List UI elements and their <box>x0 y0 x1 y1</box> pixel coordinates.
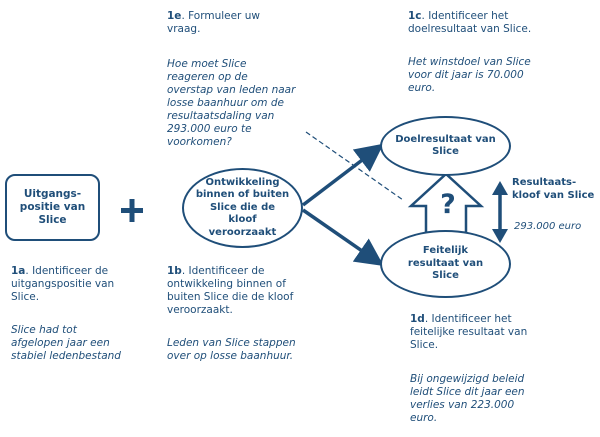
step-1b-instruction: 1b. Identificeer de ontwikkeling binnen … <box>167 265 317 317</box>
plus-icon <box>121 199 143 222</box>
step-1d-text: . Identificeer het feitelijke resultaat … <box>410 313 528 351</box>
step-1c-instruction: 1c. Identificeer het doelresultaat van S… <box>408 10 558 36</box>
step-1c-code: 1c <box>408 10 422 22</box>
step-1e-instruction: 1e. Formuleer uw vraag. <box>167 10 297 36</box>
question-mark-icon: ? <box>440 189 456 220</box>
gap-label: Resultaats- kloof van Slice <box>512 177 595 201</box>
step-1e-code: 1e <box>167 10 182 22</box>
step-1b-code: 1b <box>167 265 182 277</box>
step-1b-text: . Identificeer de ontwikkeling binnen of… <box>167 265 294 316</box>
step-1c-text: . Identificeer het doelresultaat van Sli… <box>408 10 532 35</box>
step-1e-example: Hoe moet Slice reageren op de overstap v… <box>167 58 296 148</box>
step-1b-example: Leden van Slice stappen over op losse ba… <box>167 337 296 362</box>
step-1a-instruction: 1a. Identificeer de uitgangspositie van … <box>11 265 141 304</box>
step-1d-instruction: 1d. Identificeer het feitelijke resultaa… <box>410 313 560 352</box>
actual-result-ellipse: Feitelijk resultaat van Slice <box>380 230 511 298</box>
step-1c-example: Het winstdoel van Slice voor dit jaar is… <box>408 56 531 94</box>
arrow-to-goal <box>301 143 384 207</box>
gap-value: 293.000 euro <box>514 221 582 232</box>
step-1a-text: . Identificeer de uitgangspositie van Sl… <box>11 265 115 303</box>
double-arrow-icon <box>492 181 508 243</box>
step-1d-example: Bij ongewijzigd beleid leidt Slice dit j… <box>410 373 525 424</box>
step-1a-code: 1a <box>11 265 26 277</box>
arrow-to-actual <box>302 208 384 266</box>
goal-result-ellipse: Doelresultaat van Slice <box>380 116 511 176</box>
step-1a-example: Slice had tot afgelopen jaar een stabiel… <box>11 324 121 362</box>
step-1e-text: . Formuleer uw vraag. <box>167 10 260 35</box>
development-ellipse: Ontwikkeling binnen of buiten Slice die … <box>182 168 303 248</box>
starting-position-box: Uitgangs- positie van Slice <box>5 174 100 241</box>
step-1d-code: 1d <box>410 313 425 325</box>
dashed-link <box>305 131 404 201</box>
